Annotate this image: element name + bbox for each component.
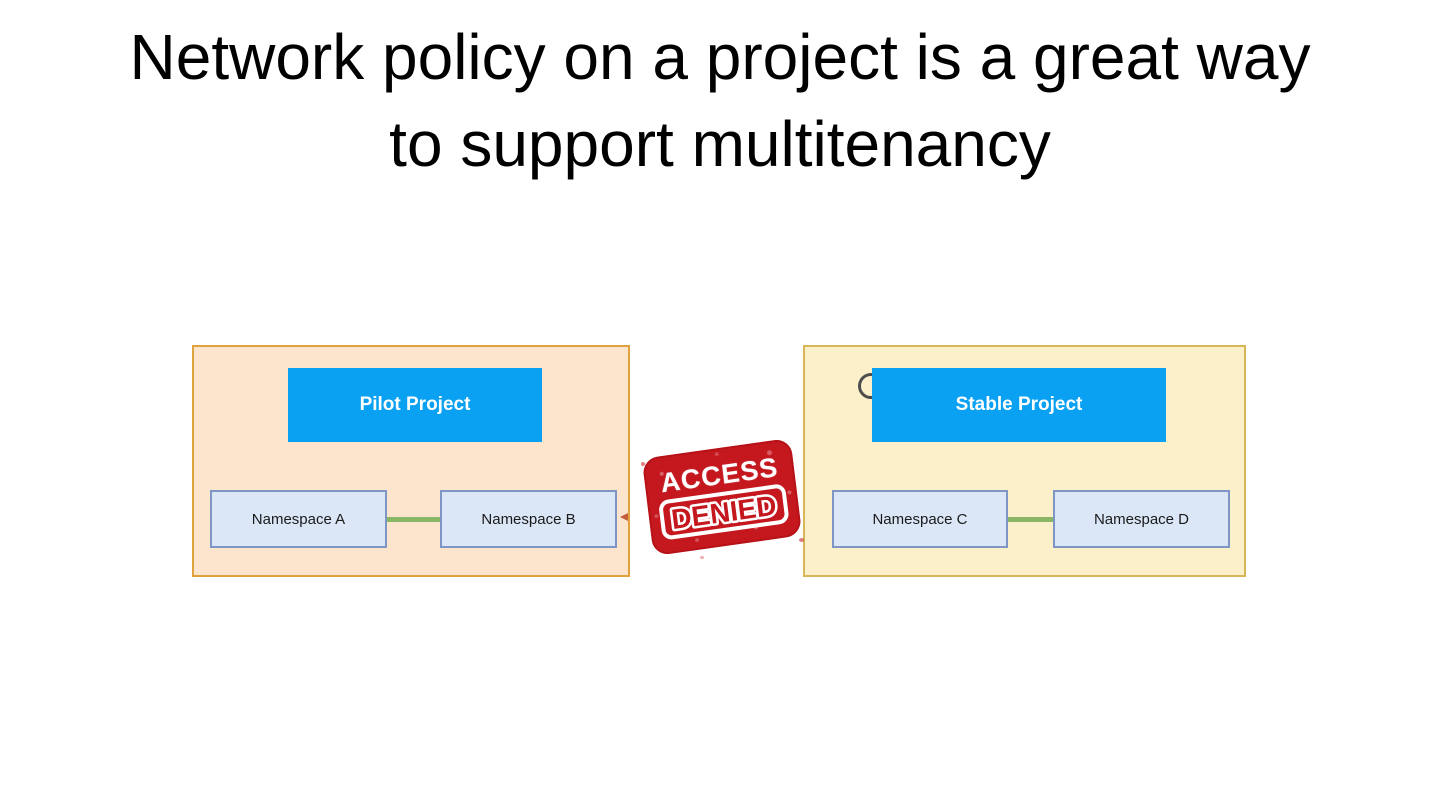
pilot-project-box: Pilot Project Namespace A Namespace B: [192, 345, 630, 577]
pilot-project-header: Pilot Project: [288, 368, 542, 442]
namespace-c-d-connector: [1006, 517, 1055, 522]
stable-project-header: Stable Project: [872, 368, 1166, 442]
namespace-b-box: Namespace B: [440, 490, 617, 548]
stamp-speck: [700, 556, 704, 559]
namespace-a-box: Namespace A: [210, 490, 387, 548]
denied-link-arrowhead: [620, 513, 628, 521]
slide-title-line-1: Network policy on a project is a great w…: [129, 21, 1311, 93]
slide-title-line-2: to support multitenancy: [389, 108, 1051, 180]
slide-title: Network policy on a project is a great w…: [0, 14, 1440, 188]
stable-project-box: Stable Project Namespace C Namespace D: [803, 345, 1246, 577]
stamp-speck: [641, 462, 645, 466]
namespace-d-box: Namespace D: [1053, 490, 1230, 548]
access-denied-stamp-line2: DENIED: [670, 490, 779, 535]
namespace-c-box: Namespace C: [832, 490, 1008, 548]
namespace-a-b-connector: [385, 517, 442, 522]
stamp-speck: [799, 538, 804, 542]
access-denied-stamp: ACCESS DENIED: [641, 437, 803, 557]
